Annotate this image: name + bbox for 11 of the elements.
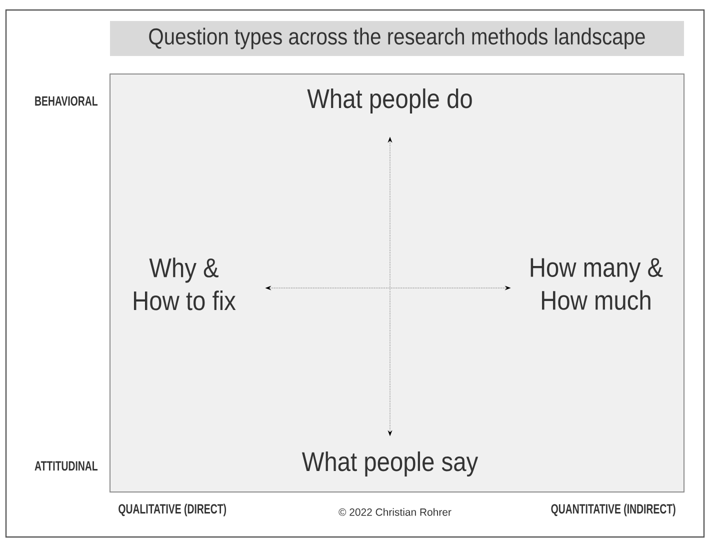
question-label: What people say: [302, 451, 478, 477]
copyright-note: © 2022 Christian Rohrer: [338, 508, 452, 516]
axis-label: BEHAVIORAL: [35, 96, 98, 106]
title-banner: Question types across the research methods landscape: [110, 21, 684, 56]
axis-label: ATTITUDINAL: [34, 461, 98, 471]
question-label: Why & How to fix: [134, 258, 236, 310]
question-label: What people do: [307, 88, 472, 114]
axis-label: QUALITATIVE (DIRECT): [118, 504, 226, 516]
panel-box: [110, 74, 684, 492]
question-label: How many & How much: [530, 258, 663, 310]
axis-label: QUANTITATIVE (INDIRECT): [551, 504, 676, 516]
